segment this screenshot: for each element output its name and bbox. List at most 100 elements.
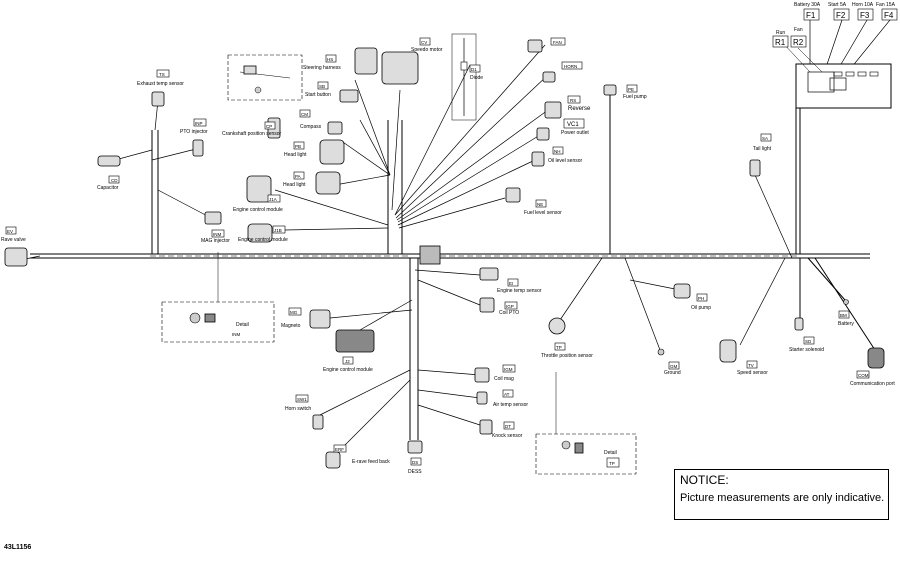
component-label: Engine control module <box>233 207 283 213</box>
relay-r1: Run R1 <box>772 30 789 48</box>
component-label: Engine control module <box>238 237 288 243</box>
component-knock-sensor: DT Knock sensor <box>479 419 523 439</box>
component-head-light-pa: PA Head light <box>283 171 341 195</box>
component-mag-injector: INM MAG injector <box>201 211 230 244</box>
component-speed-sensor: TV Speed sensor <box>719 339 768 376</box>
component-label: Capacitor <box>97 185 119 191</box>
component-coil-pto: IGP Coil PTO <box>479 297 519 316</box>
component-code: J1A <box>269 197 277 202</box>
branch-wires <box>19 19 891 456</box>
component-dess: DS DESS <box>407 440 423 475</box>
component-code: SD <box>805 339 812 344</box>
component-code: AT <box>504 392 510 397</box>
drawing-id: 43L1156 <box>4 544 32 551</box>
fuse-f4-label: Fan 15A <box>876 2 896 8</box>
fuse-f1-code: F1 <box>806 11 816 20</box>
component-label: Head light <box>283 182 306 188</box>
relay-r1-code: R1 <box>775 38 786 47</box>
component-code: TP <box>556 345 562 350</box>
relay-r1-label: Run <box>776 30 785 36</box>
component-label: Communication port <box>850 381 895 387</box>
component-speedo-motor: CV Speedo motor <box>381 37 443 85</box>
component-fuel-level-sensor: NE Fuel level sensor <box>505 187 562 216</box>
component-code: DT <box>505 424 511 429</box>
component-label: Ground <box>664 370 681 376</box>
component-oil-pump: PH Oil pump <box>673 283 711 311</box>
component-label: Oil level sensor <box>548 158 583 164</box>
start-button-inset <box>227 54 303 101</box>
component-label: Speed sensor <box>737 370 768 376</box>
relay-r2-label: Fan <box>794 27 803 33</box>
component-label: Throttle position sensor <box>541 353 593 359</box>
component-label: Rave valve <box>1 237 26 243</box>
component-start-button: SB Start button <box>305 81 359 103</box>
component-code: SB <box>319 84 325 89</box>
component-compass: CM Compass <box>299 109 343 135</box>
component-code: ERF <box>335 447 344 452</box>
component-e-rave-feed-back: ERF E-rave feed back <box>325 444 390 469</box>
component-code: CP <box>266 124 272 129</box>
component-label: Compass <box>300 124 322 130</box>
component-label: Air temp sensor <box>493 402 528 408</box>
notice-box: NOTICE: Picture measurements are only in… <box>674 469 889 520</box>
component-label: DESS <box>408 469 422 475</box>
component-code: J2 <box>345 359 350 364</box>
fuse-f2-code: F2 <box>836 11 846 20</box>
component-head-light-pb: PB Head light <box>284 139 345 165</box>
fuse-f4: Fan 15A F4 <box>876 2 898 21</box>
component-ecm-j2: J2 Engine control module <box>323 329 375 373</box>
component-code: PE <box>628 87 634 92</box>
component-code: DS <box>412 460 418 465</box>
component-label: Power outlet <box>561 130 589 136</box>
component-code: TV <box>748 363 754 368</box>
component-code: FAN <box>553 40 562 45</box>
main-harness <box>30 92 876 440</box>
component-exhaust-temp-sensor: TS Exhaust temp sensor <box>137 69 184 107</box>
component-communication-port: COM Communication port <box>850 347 895 387</box>
component-horn-switch: SW1 Horn switch <box>285 394 324 430</box>
component-label: Engine control module <box>323 367 373 373</box>
component-label: Starter solenoid <box>789 347 824 353</box>
component-code: EI <box>509 281 513 286</box>
fuse-f3-label: Horn 10A <box>852 2 874 8</box>
component-code: SA <box>762 136 768 141</box>
component-label: Crankshaft position sensor <box>222 131 282 137</box>
component-code: NE <box>537 202 543 207</box>
component-label: Head light <box>284 152 307 158</box>
component-reverse: RS Reverse <box>544 95 591 119</box>
component-magneto: MG Magneto <box>281 307 331 329</box>
component-battery: BM Battery <box>838 299 854 327</box>
component-label: Tail light <box>753 146 772 152</box>
diode-inset <box>451 33 477 121</box>
component-code: CV <box>421 40 427 45</box>
component-code: BM <box>840 313 847 318</box>
fuse-f2: Start 5A F2 <box>828 2 850 21</box>
detail-tp-code: TP <box>609 461 615 466</box>
component-label: Engine temp sensor <box>497 288 542 294</box>
component-code: J1B <box>274 228 282 233</box>
notice-text: Picture measurements are only indicative… <box>680 492 885 504</box>
component-rave-valve: EV Rave valve <box>1 226 28 267</box>
component-label: Steering harness <box>303 65 341 71</box>
component-code: PA <box>295 174 301 179</box>
component-label: Reverse <box>568 106 591 112</box>
component-label: Speedo motor <box>411 47 443 53</box>
component-label: Diode <box>470 75 483 81</box>
component-code: COM <box>858 373 869 378</box>
component-code: VC1 <box>567 122 579 128</box>
component-code: HORN <box>564 64 577 69</box>
component-diode: D1 Diode <box>469 64 483 81</box>
component-label: Fuel level sensor <box>524 210 562 216</box>
component-label: Start button <box>305 92 331 98</box>
component-pto-injector: INP PTO injector <box>180 118 208 157</box>
fuse-f1: Battery 30A F1 <box>794 2 821 21</box>
fuse-f3-code: F3 <box>860 11 870 20</box>
component-label: Battery <box>838 321 854 327</box>
component-label: Fuel pump <box>623 94 647 100</box>
detail-inm-code: INM <box>232 332 241 337</box>
fuse-f1-label: Battery 30A <box>794 2 821 8</box>
component-ecm-j1b: J1B Engine control module <box>238 223 288 243</box>
component-label: MAG injector <box>201 238 230 244</box>
component-label: Oil pump <box>691 305 711 311</box>
